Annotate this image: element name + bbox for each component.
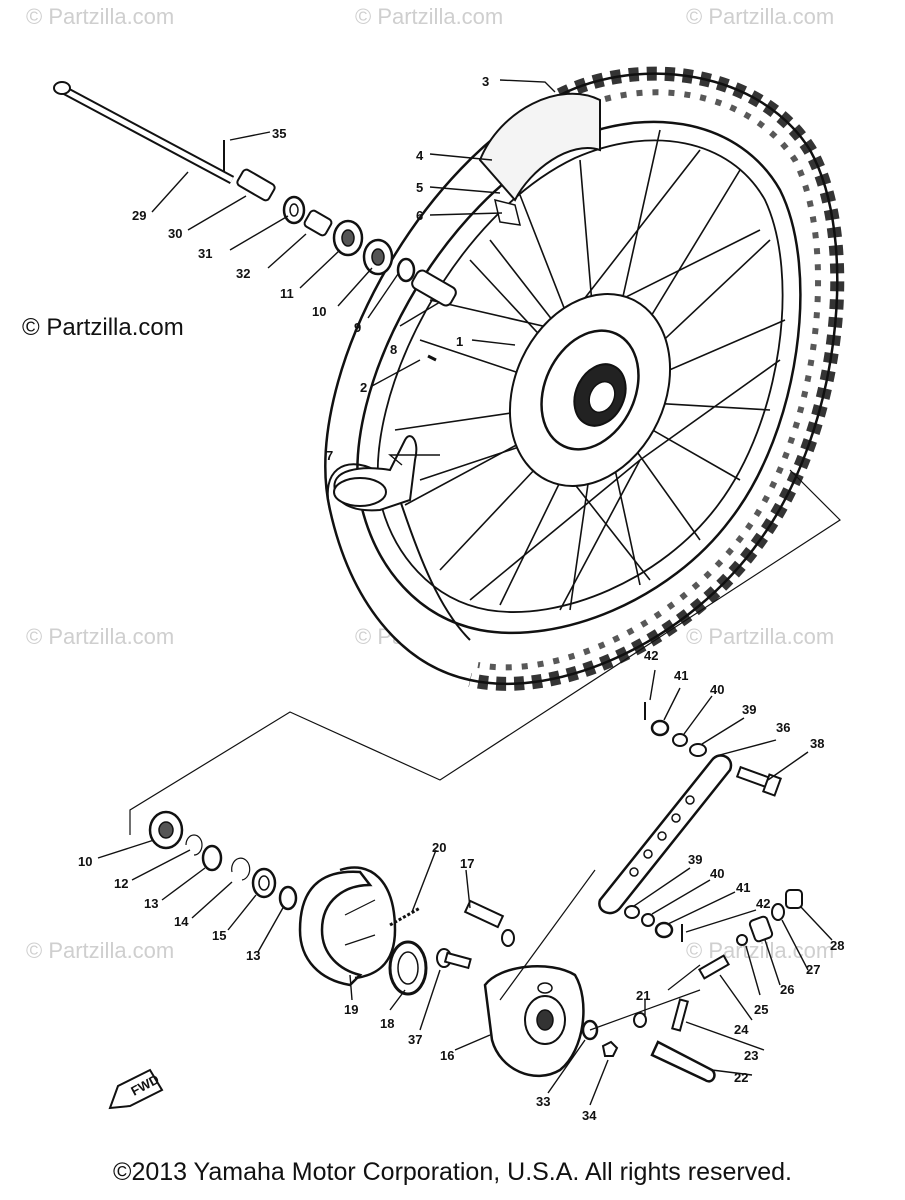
copyright-notice: ©2013 Yamaha Motor Corporation, U.S.A. A… [113,1158,792,1186]
brake-shoes [298,866,397,987]
callout-5: 5 [416,180,423,195]
tube [333,435,418,512]
brake-side-parts [148,810,298,911]
watermark-mid-right: © Partzilla.com [686,624,835,649]
callout-22: 22 [734,1070,748,1085]
callout-15: 15 [212,928,226,943]
callout-36: 36 [776,720,790,735]
callout-40-lower: 40 [710,866,724,881]
callout-4: 4 [416,148,424,163]
callout-41-lower: 41 [736,880,750,895]
callout-13-left: 13 [144,896,158,911]
watermark-top-right: © Partzilla.com [686,4,835,29]
callout-18: 18 [380,1016,394,1031]
callout-13-right: 13 [246,948,260,963]
callout-21: 21 [636,988,650,1003]
callout-38: 38 [810,736,824,751]
callout-19: 19 [344,1002,358,1017]
callout-12: 12 [114,876,128,891]
callout-25: 25 [754,1002,768,1017]
ground-outline [129,469,841,835]
callout-23: 23 [744,1048,758,1063]
callout-10-upper: 10 [312,304,326,319]
camshaft [436,948,472,970]
callout-1: 1 [456,334,463,349]
callout-39-lower: 39 [688,852,702,867]
callout-2: 2 [360,380,367,395]
callout-32: 32 [236,266,250,281]
callout-14: 14 [174,914,189,929]
callout-42-upper: 42 [644,648,658,663]
callout-29: 29 [132,208,146,223]
callout-40-upper: 40 [710,682,724,697]
callout-35: 35 [272,126,286,141]
callout-16: 16 [440,1048,454,1063]
watermark-mid-left: © Partzilla.com [26,624,175,649]
watermark-top-center: © Partzilla.com [355,4,504,29]
callout-41-upper: 41 [674,668,688,683]
callout-labels: 3 4 5 6 7 8 9 10 11 32 31 30 29 35 2 1 1… [78,74,844,1123]
speedometer-gear [463,899,515,947]
callout-27: 27 [806,962,820,977]
watermark-low-left: © Partzilla.com [26,938,175,963]
callout-28: 28 [830,938,844,953]
callout-31: 31 [198,246,212,261]
bolt-38 [735,765,782,797]
leader-lines [97,79,833,1106]
axle-side-parts [223,140,457,362]
watermark-low-right: © Partzilla.com [686,938,835,963]
callout-10-lower: 10 [78,854,92,869]
callout-6: 6 [416,208,423,223]
callout-42-lower: 42 [756,896,770,911]
watermark-main: © Partzilla.com [22,314,184,341]
callout-20: 20 [432,840,446,855]
callout-8: 8 [390,342,397,357]
callout-26: 26 [780,982,794,997]
fwd-arrow: FWD [108,1068,164,1110]
callout-17: 17 [460,856,474,871]
callout-37: 37 [408,1032,422,1047]
callout-24: 24 [734,1022,749,1037]
callout-33: 33 [536,1094,550,1109]
callout-34: 34 [582,1108,597,1123]
torque-arm [598,754,733,915]
callout-9: 9 [354,320,361,335]
callout-11: 11 [280,286,294,301]
callout-3: 3 [482,74,489,89]
axle [53,81,235,184]
brake-plate [483,965,585,1078]
callout-39-upper: 39 [742,702,756,717]
callout-30: 30 [168,226,182,241]
watermark-top-left: © Partzilla.com [26,4,175,29]
rim-band [478,92,601,226]
callout-7: 7 [326,448,333,463]
hub [508,292,672,488]
